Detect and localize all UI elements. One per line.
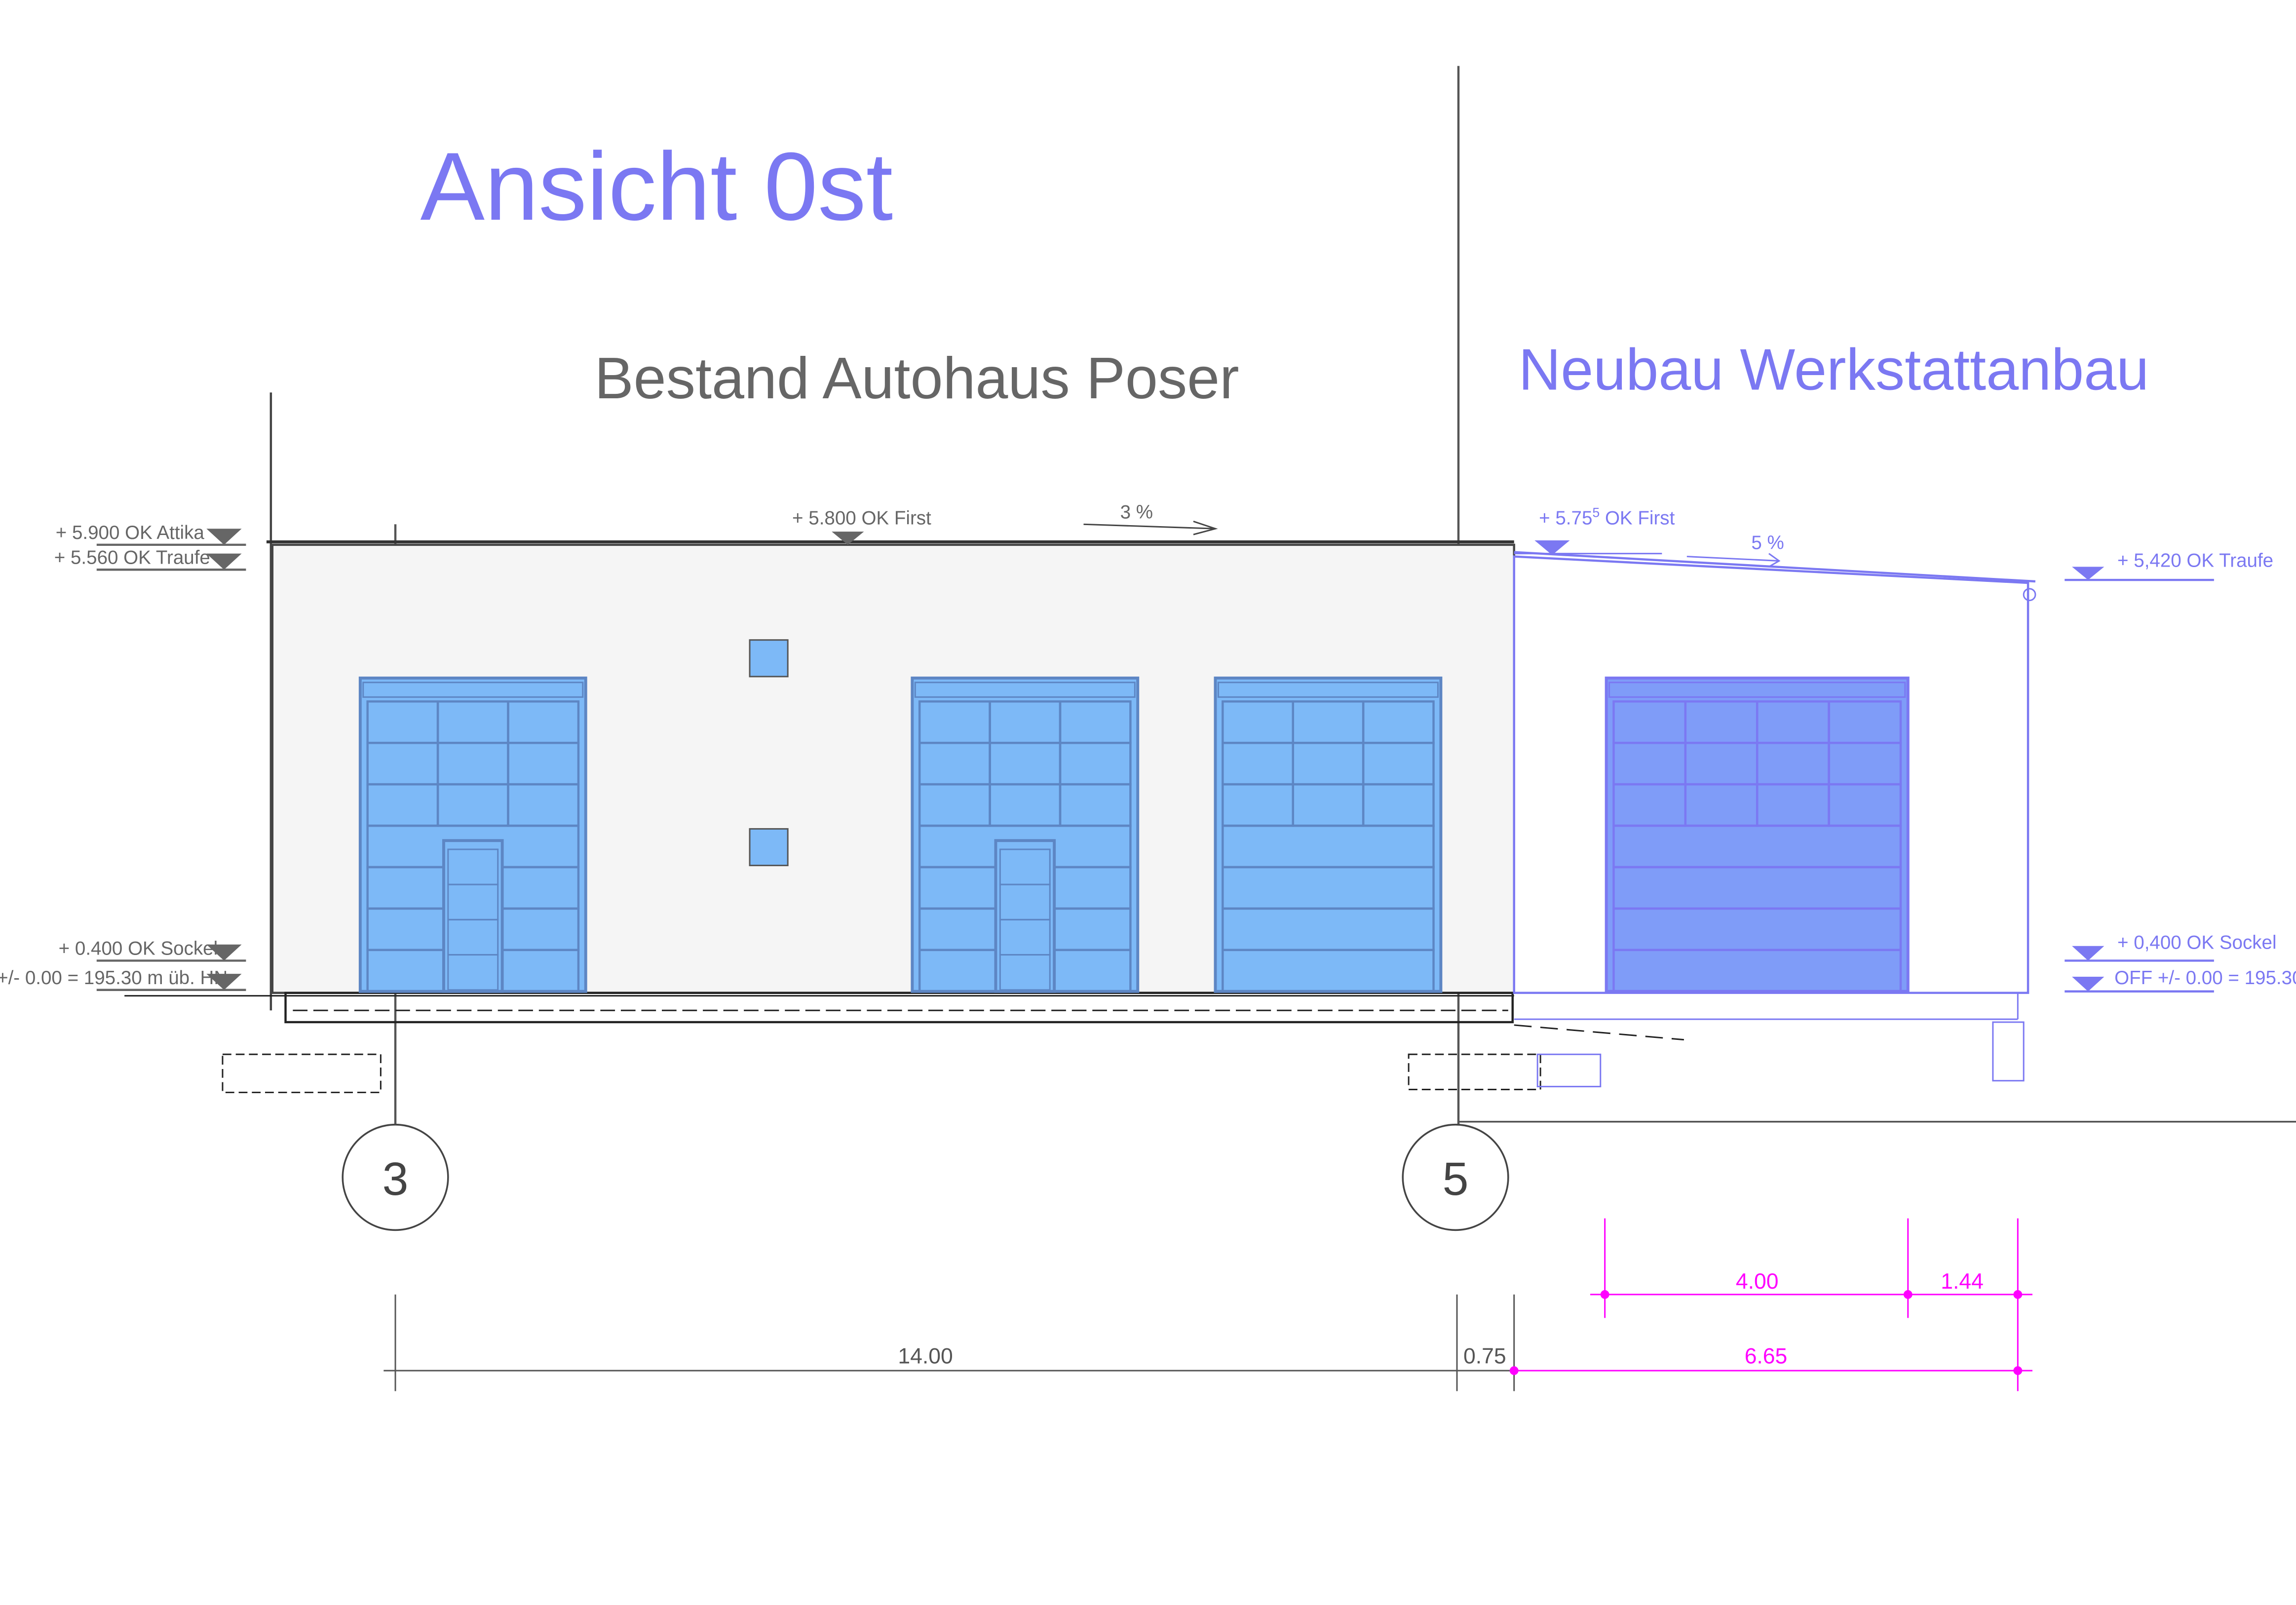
level-new-first: + 5.755 OK First — [1514, 505, 1675, 555]
level-first: + 5.800 OK First — [792, 507, 931, 545]
svg-text:+ 5,420 OK Traufe: + 5,420 OK Traufe — [2117, 550, 2273, 571]
svg-text:5: 5 — [1443, 1153, 1469, 1205]
svg-text:3: 3 — [383, 1153, 409, 1205]
dimension-14-00: 14.00 — [898, 1344, 953, 1368]
dimension-new — [1509, 1218, 2032, 1391]
axis-marker-3: 3 — [342, 1123, 449, 1231]
dimension-existing — [383, 1294, 1515, 1391]
svg-text:5 %: 5 % — [1751, 533, 1784, 554]
pedestrian-door — [994, 839, 1056, 993]
small-window — [749, 639, 789, 678]
slope-new: 5 % — [1686, 533, 1784, 568]
door-panel — [1612, 949, 1902, 993]
axis-marker-5: 5 — [1402, 1123, 1509, 1231]
svg-text:+ 5.755 OK First: + 5.755 OK First — [1539, 505, 1675, 529]
level-new-sockel: + 0,400 OK Sockel — [2065, 932, 2277, 962]
door-panel — [1222, 949, 1435, 993]
level-traufe: + 5.560 OK Traufe — [54, 547, 246, 571]
level-attika: + 5.900 OK Attika — [56, 522, 246, 546]
garage-doors — [358, 676, 1910, 993]
new-building-label: Neubau Werkstattanbau — [1519, 337, 2149, 402]
svg-text:+ 5.900 OK Attika: + 5.900 OK Attika — [56, 522, 205, 543]
pedestrian-door — [442, 839, 504, 993]
door-header — [914, 682, 1136, 698]
svg-text:+ 0,400 OK Sockel: + 0,400 OK Sockel — [2117, 932, 2277, 954]
level-new-zero: OFF +/- 0.00 = 195.30 m — [2065, 967, 2296, 993]
foundation — [124, 992, 1684, 1093]
existing-building-label: Bestand Autohaus Poser — [595, 346, 1239, 411]
level-new-traufe: + 5,420 OK Traufe — [2065, 550, 2273, 581]
garage-door — [1214, 676, 1443, 993]
dimension-1-44: 1.44 — [1941, 1269, 1984, 1294]
door-header — [1608, 682, 1906, 698]
dimension-6-65: 6.65 — [1745, 1344, 1788, 1368]
svg-text:+ 5.800 OK First: + 5.800 OK First — [792, 507, 931, 529]
slope-existing: 3 % — [1083, 501, 1218, 535]
pedestrian-door-panel — [447, 954, 499, 991]
level-sockel: + 0.400 OK Sockel — [59, 938, 246, 962]
svg-text:+ 0.400 OK Sockel: + 0.400 OK Sockel — [59, 938, 218, 959]
svg-text:3 %: 3 % — [1120, 501, 1153, 523]
pedestrian-door-panel — [999, 954, 1051, 991]
level-zero: +/- 0.00 = 195.30 m üb. HN — [0, 967, 246, 991]
svg-text:+/- 0.00 = 195.30 m üb. HN: +/- 0.00 = 195.30 m üb. HN — [0, 967, 228, 989]
door-header — [1217, 682, 1439, 698]
drawing-title: Ansicht 0st — [420, 133, 893, 240]
svg-text:OFF +/- 0.00 = 195.30 m: OFF +/- 0.00 = 195.30 m — [2114, 967, 2296, 989]
dimension-4-00: 4.00 — [1736, 1269, 1779, 1294]
svg-text:+ 5.560 OK Traufe: + 5.560 OK Traufe — [54, 547, 210, 568]
small-window — [749, 828, 789, 867]
dimension-0-75: 0.75 — [1463, 1344, 1506, 1368]
door-header — [362, 682, 584, 698]
